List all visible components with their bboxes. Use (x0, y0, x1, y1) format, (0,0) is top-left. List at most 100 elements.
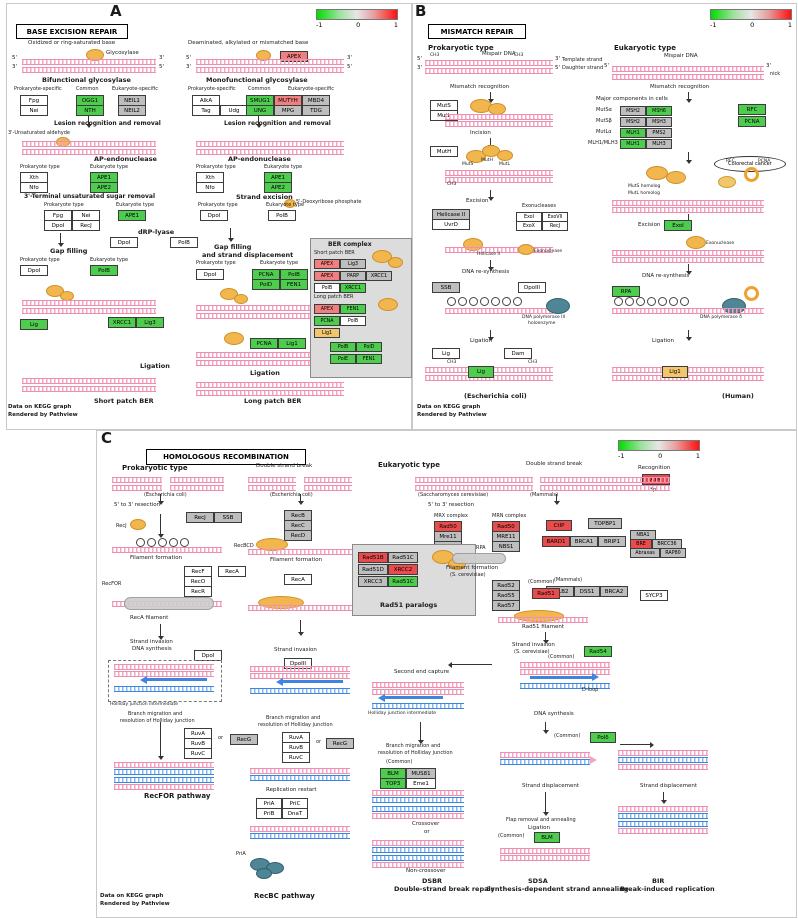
gene-msh2[interactable]: MSH2 (620, 117, 646, 127)
gene-pol[interactable]: Polδ (590, 732, 616, 743)
gene-polb[interactable]: PolB (330, 342, 356, 352)
gene-apex[interactable]: APEX (314, 271, 340, 281)
gene-rfc[interactable]: RFC (738, 104, 766, 115)
gene-rad57[interactable]: Rad57 (492, 600, 520, 611)
gene-ssb[interactable]: SSB (432, 282, 460, 293)
gene-xrcc1[interactable]: XRCC1 (340, 283, 366, 293)
gene-nfo[interactable]: Nfo (20, 182, 48, 193)
gene-dam[interactable]: Dam (504, 348, 532, 359)
gene-msh6[interactable]: MSH6 (646, 106, 672, 116)
gene-fen1[interactable]: FEN1 (280, 279, 308, 290)
gene-muth[interactable]: MutH (430, 146, 458, 157)
gene-tag[interactable]: Tag (192, 105, 220, 116)
gene-ape2[interactable]: APE2 (90, 182, 118, 193)
gene-nbs1[interactable]: NBS1 (492, 541, 520, 552)
gene-ung[interactable]: UNG (246, 105, 274, 116)
gene-dss1[interactable]: DSS1 (574, 586, 600, 597)
gene-apex[interactable]: APEX (314, 304, 340, 314)
gene-lig[interactable]: Lig (468, 366, 494, 378)
gene-rap80[interactable]: RAP80 (660, 548, 686, 558)
gene-blm[interactable]: BLM (534, 832, 560, 843)
gene-dpoi[interactable]: DpoI (44, 220, 72, 231)
gene-exoi[interactable]: ExoI (664, 220, 692, 231)
gene-recj[interactable]: RecJ (72, 220, 100, 231)
gene-rad51b[interactable]: Rad51B (358, 552, 388, 563)
gene-udg[interactable]: Udg (220, 105, 248, 116)
gene-fen1[interactable]: FEN1 (356, 354, 382, 364)
gene-prib[interactable]: PriB (256, 808, 282, 819)
gene-ssb[interactable]: SSB (214, 512, 242, 523)
gene-recj[interactable]: RecJ (542, 221, 568, 231)
gene-polb[interactable]: PolB (170, 237, 198, 248)
gene-recd[interactable]: RecD (284, 530, 312, 541)
gene-dpoiii[interactable]: DpoIII (518, 282, 546, 293)
gene-polb[interactable]: PolB (340, 316, 366, 326)
gene-lig1[interactable]: Lig1 (314, 328, 340, 338)
gene-rad51c[interactable]: Rad51C (388, 552, 418, 563)
gene-apex[interactable]: APEX (314, 259, 340, 269)
gene-top3[interactable]: TOP3 (380, 778, 406, 789)
gene-ctip[interactable]: CtIP (546, 520, 572, 531)
gene-ruvc[interactable]: RuvC (282, 752, 310, 763)
gene-parp[interactable]: PARP (340, 271, 366, 281)
gene-mlh3[interactable]: MLH3 (646, 139, 672, 149)
gene-dnat[interactable]: DnaT (282, 808, 308, 819)
gene-brca1[interactable]: BRCA1 (570, 536, 598, 547)
gene-brca2[interactable]: BRCA2 (600, 586, 628, 597)
gene-pole[interactable]: PolE (330, 354, 356, 364)
gene-xrcc3[interactable]: XRCC3 (358, 576, 388, 587)
gene-pcna[interactable]: PCNA (314, 316, 340, 326)
gene-rad51[interactable]: Rad51 (532, 588, 560, 599)
gene-recr[interactable]: RecR (184, 586, 212, 597)
gene-lig[interactable]: Lig (20, 319, 48, 330)
gene-lig3[interactable]: Lig3 (136, 317, 164, 328)
gene-pms2[interactable]: PMS2 (646, 128, 672, 138)
gene-dpoi[interactable]: DpoI (20, 265, 48, 276)
gene-dpoi[interactable]: DpoI (196, 269, 224, 280)
gene-msh2[interactable]: MSH2 (620, 106, 646, 116)
gene-ruvc[interactable]: RuvC (184, 748, 212, 759)
gene-rad54[interactable]: Rad54 (584, 646, 612, 657)
gene-tdg[interactable]: TDG (302, 105, 330, 116)
gene-abraxas[interactable]: Abraxas (630, 548, 660, 558)
gene-polb[interactable]: PolB (268, 210, 296, 221)
gene-recg[interactable]: RecG (326, 738, 354, 749)
gene-fen1[interactable]: FEN1 (340, 304, 366, 314)
gene-rpa[interactable]: RPA (612, 286, 640, 297)
gene-dpoi[interactable]: DpoI (200, 210, 228, 221)
gene-eme1[interactable]: Eme1 (406, 778, 436, 789)
gene-nei[interactable]: Nei (20, 105, 48, 116)
gene-lig3[interactable]: Lig3 (340, 259, 366, 269)
gene-dpoi[interactable]: DpoI (110, 237, 138, 248)
gene-neil2[interactable]: NEIL2 (118, 105, 146, 116)
gene-lig1[interactable]: Lig1 (662, 366, 688, 378)
gene-uvrd[interactable]: UvrD (432, 219, 470, 230)
gene-msh3[interactable]: MSH3 (646, 117, 672, 127)
gene-bard1[interactable]: BARD1 (542, 536, 570, 547)
gene-ape2[interactable]: APE2 (264, 182, 292, 193)
gene-mlh1[interactable]: MLH1 (620, 128, 646, 138)
gene-lig1[interactable]: Lig1 (278, 338, 306, 349)
gene-xrcc2[interactable]: XRCC2 (388, 564, 418, 575)
gene-pold[interactable]: PolD (356, 342, 382, 352)
gene-sycp3[interactable]: SYCP3 (640, 590, 668, 601)
gene-pcna[interactable]: PCNA (250, 338, 278, 349)
gene-ape1[interactable]: APE1 (118, 210, 146, 221)
gene-exox[interactable]: ExoX (516, 221, 542, 231)
gene-mpg[interactable]: MPG (274, 105, 302, 116)
gene-rad51d[interactable]: Rad51D (358, 564, 388, 575)
gene-nth[interactable]: NTH (76, 105, 104, 116)
gene-reca[interactable]: RecA (218, 566, 246, 577)
gene-recj[interactable]: RecJ (186, 512, 214, 523)
gene-topbp1[interactable]: TOPBP1 (588, 518, 622, 529)
pathway-title-homologous-recombination[interactable]: HOMOLOGOUS RECOMBINATION (146, 449, 306, 465)
gene-polb[interactable]: PolB (314, 283, 340, 293)
gene-lig[interactable]: Lig (432, 348, 460, 359)
gene-rad51c[interactable]: Rad51C (388, 576, 418, 587)
pathway-title-base-excision-repair[interactable]: BASE EXCISION REPAIR (16, 24, 128, 39)
pathway-title-mismatch-repair[interactable]: MISMATCH REPAIR (428, 24, 526, 39)
gene-reca[interactable]: RecA (284, 574, 312, 585)
gene-polb[interactable]: PolB (90, 265, 118, 276)
gene-xrcc1[interactable]: XRCC1 (366, 271, 392, 281)
gene-xrcc1[interactable]: XRCC1 (108, 317, 136, 328)
